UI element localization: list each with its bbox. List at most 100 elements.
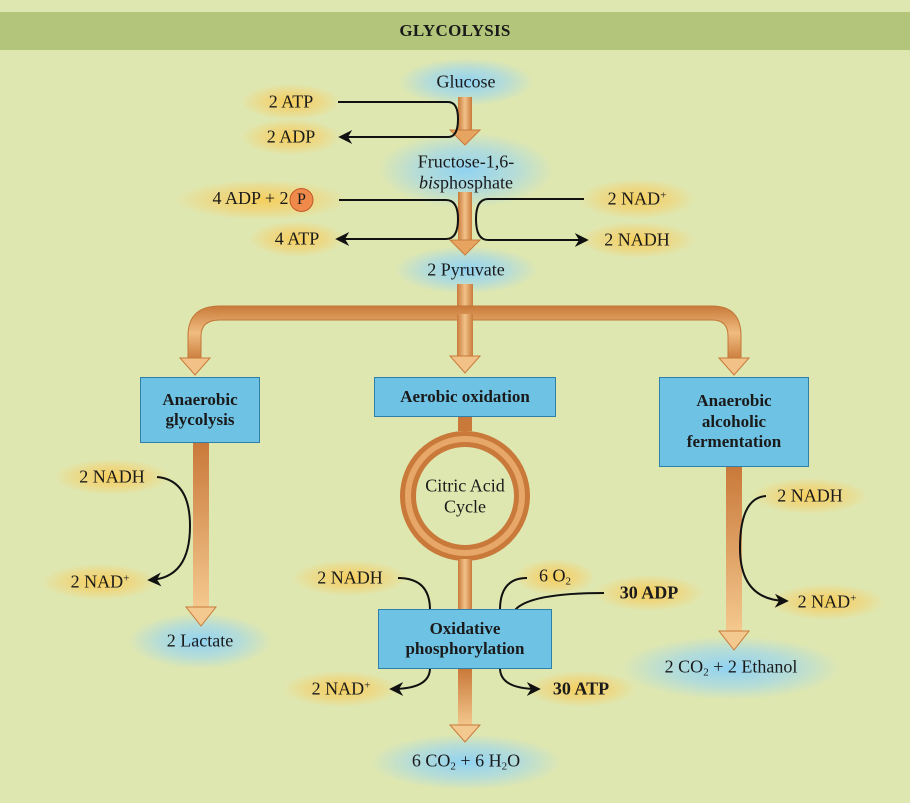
fructose-line-1: Fructose-1,6-	[417, 151, 515, 172]
atp30-label: 30 ATP	[552, 678, 610, 699]
right-nad-superscript: +	[850, 592, 857, 605]
left-flow-arrow	[184, 443, 218, 627]
adp30-label: 30 ADP	[619, 582, 679, 603]
lactate-label: 2 Lactate	[166, 630, 234, 651]
right-nad-text: 2 NAD	[797, 591, 851, 612]
right-nadh-label: 2 NADH	[777, 485, 843, 506]
mid-nad-label: 2 NAD+	[312, 679, 371, 700]
o2-label: 6 O2	[539, 566, 571, 589]
oxidative-phosphorylation-box: Oxidative phosphorylation	[378, 609, 552, 669]
adp-out-glow	[241, 119, 341, 155]
atp30-glow	[526, 671, 636, 707]
nadh-out-label: 2 NADH	[604, 229, 670, 250]
co2-subscript: 2	[450, 760, 456, 773]
diagram-title: GLYCOLYSIS	[399, 21, 511, 40]
adp-phosphate-text: 4 ADP + 2	[212, 188, 289, 209]
h2o-suffix: O	[507, 750, 521, 771]
ox-to-atp30-arrow	[499, 667, 541, 696]
left-nad-superscript: +	[123, 572, 130, 585]
mid-nadh-glow	[292, 560, 408, 596]
o2-text: 6 O	[539, 565, 566, 586]
co2-water-label: 6 CO2 + 6 H2O	[412, 751, 520, 774]
citric-acid-ring	[400, 431, 530, 561]
atp-in-label: 2 ATP	[268, 91, 314, 112]
anaerobic-glycolysis-box: Anaerobic glycolysis	[140, 377, 260, 443]
pyruvate-label: 2 Pyruvate	[427, 259, 505, 280]
fermentation-line-2: alcoholic	[701, 411, 767, 431]
atp-out-label: 4 ATP	[274, 228, 320, 249]
right-nadh-to-nad-arrow	[738, 495, 789, 608]
right-nad-label: 2 NAD+	[798, 592, 857, 613]
nad-to-nadh-arrow	[474, 198, 589, 247]
co2-ethanol-glow	[621, 636, 841, 700]
branch-arrow-left	[178, 357, 212, 376]
title-bar	[0, 12, 910, 50]
fructose-bisphosphate-label: Fructose-1,6- bisphosphate	[418, 151, 514, 192]
left-nadh-label: 2 NADH	[79, 466, 145, 487]
atp-in-glow	[241, 84, 341, 120]
adp30-glow	[594, 575, 704, 611]
atp-out-glow	[249, 221, 345, 257]
o2-glow	[515, 559, 595, 595]
mid-nad-text: 2 NAD	[311, 678, 365, 699]
glucose-label: Glucose	[436, 71, 496, 92]
nad-in-label: 2 NAD+	[608, 189, 667, 210]
glucose-glow	[398, 58, 534, 106]
o2-to-ox-arrow	[499, 577, 528, 611]
oxphos-line-1: Oxidative	[429, 618, 501, 638]
right-nadh-glow	[752, 478, 868, 514]
fructose-bis-prefix: bis	[418, 172, 441, 192]
glycolysis-arrow-1	[448, 97, 482, 146]
nad-in-text: 2 NAD	[607, 188, 661, 209]
left-nad-text: 2 NAD	[70, 571, 124, 592]
fructose-glow	[378, 132, 554, 208]
right-flow-arrow	[717, 467, 751, 651]
ox-to-mid-nad-arrow	[389, 667, 431, 696]
left-nadh-to-nad-arrow	[147, 476, 192, 587]
co2-ethanol-text: 2 CO	[664, 656, 704, 677]
nad-in-superscript: +	[660, 189, 667, 202]
alcoholic-fermentation-box: Anaerobic alcoholic fermentation	[659, 377, 809, 467]
fructose-line-2-rest: phosphate	[440, 172, 513, 192]
middle-flow-mid	[458, 559, 472, 609]
branch-arrow-right	[717, 357, 751, 376]
left-nad-label: 2 NAD+	[71, 572, 130, 593]
right-nad-glow	[769, 584, 885, 620]
middle-flow-top	[458, 417, 472, 431]
adp-to-atp-arrow	[335, 199, 460, 246]
fermentation-line-1: Anaerobic	[696, 391, 772, 411]
mid-nadh-label: 2 NADH	[317, 567, 383, 588]
mid-nadh-to-ox-arrow	[397, 577, 431, 611]
phosphate-icon: P	[289, 188, 314, 212]
citric-line-1: Citric Acid	[425, 475, 505, 496]
left-nad-glow	[42, 564, 158, 600]
anaerobic-glycolysis-line-2: glycolysis	[165, 410, 235, 429]
nad-in-glow	[579, 179, 695, 219]
h2o-prefix: + 6 H	[455, 750, 502, 771]
h2o-subscript: 2	[501, 760, 508, 773]
co2-ethanol-subscript: 2	[703, 666, 709, 679]
lactate-glow	[128, 613, 272, 669]
adp-out-label: 2 ADP	[266, 126, 316, 147]
branch-manifold	[187, 284, 742, 361]
citric-acid-cycle-label: Citric Acid Cycle	[425, 475, 505, 516]
nadh-out-glow	[579, 222, 695, 258]
branch-arrow-middle	[448, 355, 482, 374]
anaerobic-glycolysis-line-1: Anaerobic	[162, 389, 238, 409]
left-nadh-glow	[54, 459, 170, 495]
ethanol-text: + 2 Ethanol	[708, 656, 798, 677]
fermentation-line-3: fermentation	[686, 432, 782, 452]
aerobic-oxidation-box: Aerobic oxidation	[374, 377, 556, 417]
middle-flow-bottom	[448, 669, 482, 743]
co2-text: 6 CO	[411, 750, 451, 771]
o2-subscript: 2	[565, 575, 572, 588]
oxphos-line-2: phosphorylation	[405, 639, 525, 658]
citric-line-2: Cycle	[444, 496, 486, 516]
mid-nad-superscript: +	[364, 679, 371, 692]
pyruvate-glow	[394, 246, 538, 294]
glycolysis-arrow-2	[448, 192, 482, 256]
atp-to-adp-arrow	[338, 101, 460, 144]
